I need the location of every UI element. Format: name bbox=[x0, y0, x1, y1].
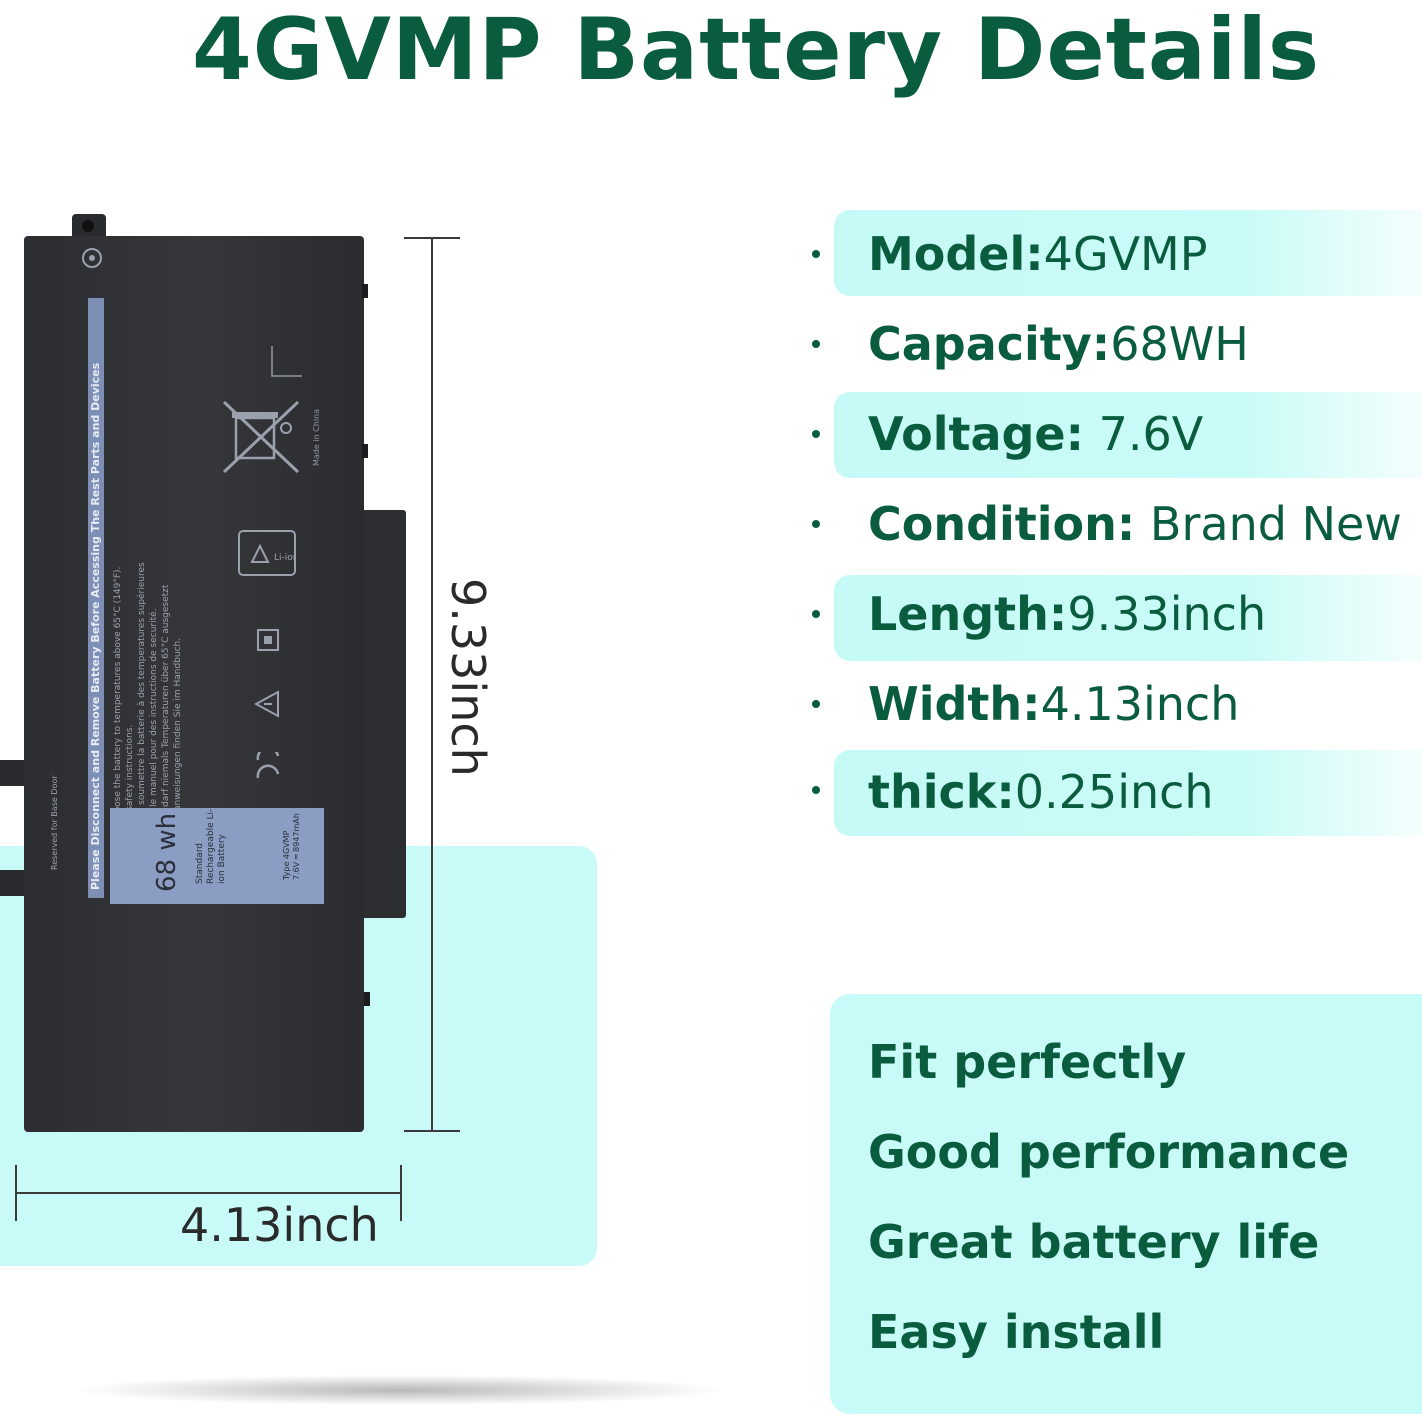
feature-item: Good performance bbox=[868, 1125, 1350, 1179]
spec-bullet bbox=[812, 250, 820, 258]
feature-item: Fit perfectly bbox=[868, 1035, 1187, 1089]
battery-connector bbox=[362, 510, 406, 918]
info-circle-icon bbox=[82, 248, 102, 268]
crossed-bin-icon bbox=[222, 400, 300, 474]
li-ion-mark: Li-ion bbox=[274, 553, 296, 563]
safety-mark-icon bbox=[257, 629, 279, 651]
height-dimension-label: 9.33inch bbox=[441, 578, 495, 777]
spec-highlight bbox=[834, 210, 1422, 296]
spec-highlight bbox=[834, 750, 1422, 836]
spec-value: 4GVMP bbox=[1043, 227, 1208, 281]
reserved-label: Reserved for Base Door bbox=[50, 775, 59, 870]
spec-bullet bbox=[812, 520, 820, 528]
spec-voltage: Voltage: 7.6V bbox=[868, 406, 1203, 462]
spec-key: Condition: bbox=[868, 497, 1136, 551]
spec-key: thick: bbox=[868, 765, 1015, 819]
spec-highlight bbox=[834, 575, 1422, 661]
spec-bullet bbox=[812, 700, 820, 708]
spec-bullet bbox=[812, 340, 820, 348]
ce-mark-icon bbox=[256, 752, 280, 779]
spec-key: Voltage: bbox=[868, 407, 1085, 461]
battery-bump bbox=[364, 992, 370, 1006]
battery-label-strip bbox=[88, 298, 104, 898]
battery-wh-label: 68 wh bbox=[152, 812, 182, 892]
height-dimension-cap bbox=[404, 237, 460, 239]
feature-item: Great battery life bbox=[868, 1215, 1320, 1269]
spec-width: Width:4.13inch bbox=[868, 676, 1239, 732]
battery-wh-sub: Standard Rechargeable Li-ion Battery bbox=[195, 808, 227, 884]
spec-key: Capacity: bbox=[868, 317, 1111, 371]
spec-bullet bbox=[812, 610, 820, 618]
warning-triangle-icon bbox=[253, 690, 279, 718]
spec-bullet bbox=[812, 786, 820, 794]
battery-type-line: 7.6V ═ 8947mAh bbox=[292, 813, 301, 880]
battery-top-tab bbox=[72, 214, 106, 240]
spec-condition: Condition: Brand New bbox=[868, 496, 1402, 552]
width-dimension-line bbox=[16, 1192, 402, 1194]
spec-value: 9.33inch bbox=[1067, 587, 1267, 641]
spec-value: 68WH bbox=[1110, 317, 1249, 371]
battery-shadow bbox=[80, 1375, 720, 1405]
spec-key: Length: bbox=[868, 587, 1068, 641]
page-title: 4GVMP Battery Details bbox=[191, 0, 1321, 100]
spec-value: 0.25inch bbox=[1014, 765, 1214, 819]
spec-highlight bbox=[834, 392, 1422, 478]
spec-capacity: Capacity:68WH bbox=[868, 316, 1249, 372]
battery-type: Type 4GVMP 7.6V ═ 8947mAh bbox=[282, 800, 302, 880]
width-dimension-cap bbox=[15, 1165, 17, 1221]
spec-value: Brand New bbox=[1135, 497, 1402, 551]
spec-key: Width: bbox=[868, 677, 1041, 731]
feature-item: Easy install bbox=[868, 1305, 1165, 1359]
height-dimension-line bbox=[431, 238, 433, 1131]
battery-type-line: Type 4GVMP bbox=[282, 830, 291, 880]
spec-thick: thick:0.25inch bbox=[868, 764, 1214, 820]
corner-mark-icon bbox=[271, 346, 302, 377]
recycle-icon: Li-ion bbox=[238, 530, 296, 576]
spec-length: Length:9.33inch bbox=[868, 586, 1266, 642]
battery-bump bbox=[362, 284, 368, 298]
height-dimension-cap bbox=[404, 1130, 460, 1132]
battery-rating-box bbox=[110, 808, 324, 904]
battery-bump bbox=[362, 444, 368, 458]
width-dimension-cap bbox=[400, 1165, 402, 1221]
spec-value: 4.13inch bbox=[1040, 677, 1240, 731]
battery-strip-text: Please Disconnect and Remove Battery Bef… bbox=[89, 362, 102, 890]
spec-value: 7.6V bbox=[1084, 407, 1204, 461]
spec-key: Model: bbox=[868, 227, 1044, 281]
spec-model: Model:4GVMP bbox=[868, 226, 1207, 282]
width-dimension-label: 4.13inch bbox=[180, 1198, 379, 1252]
spec-bullet bbox=[812, 430, 820, 438]
battery-body bbox=[24, 236, 364, 1132]
features-panel bbox=[830, 994, 1422, 1414]
made-in-label: Made in China bbox=[312, 408, 321, 466]
